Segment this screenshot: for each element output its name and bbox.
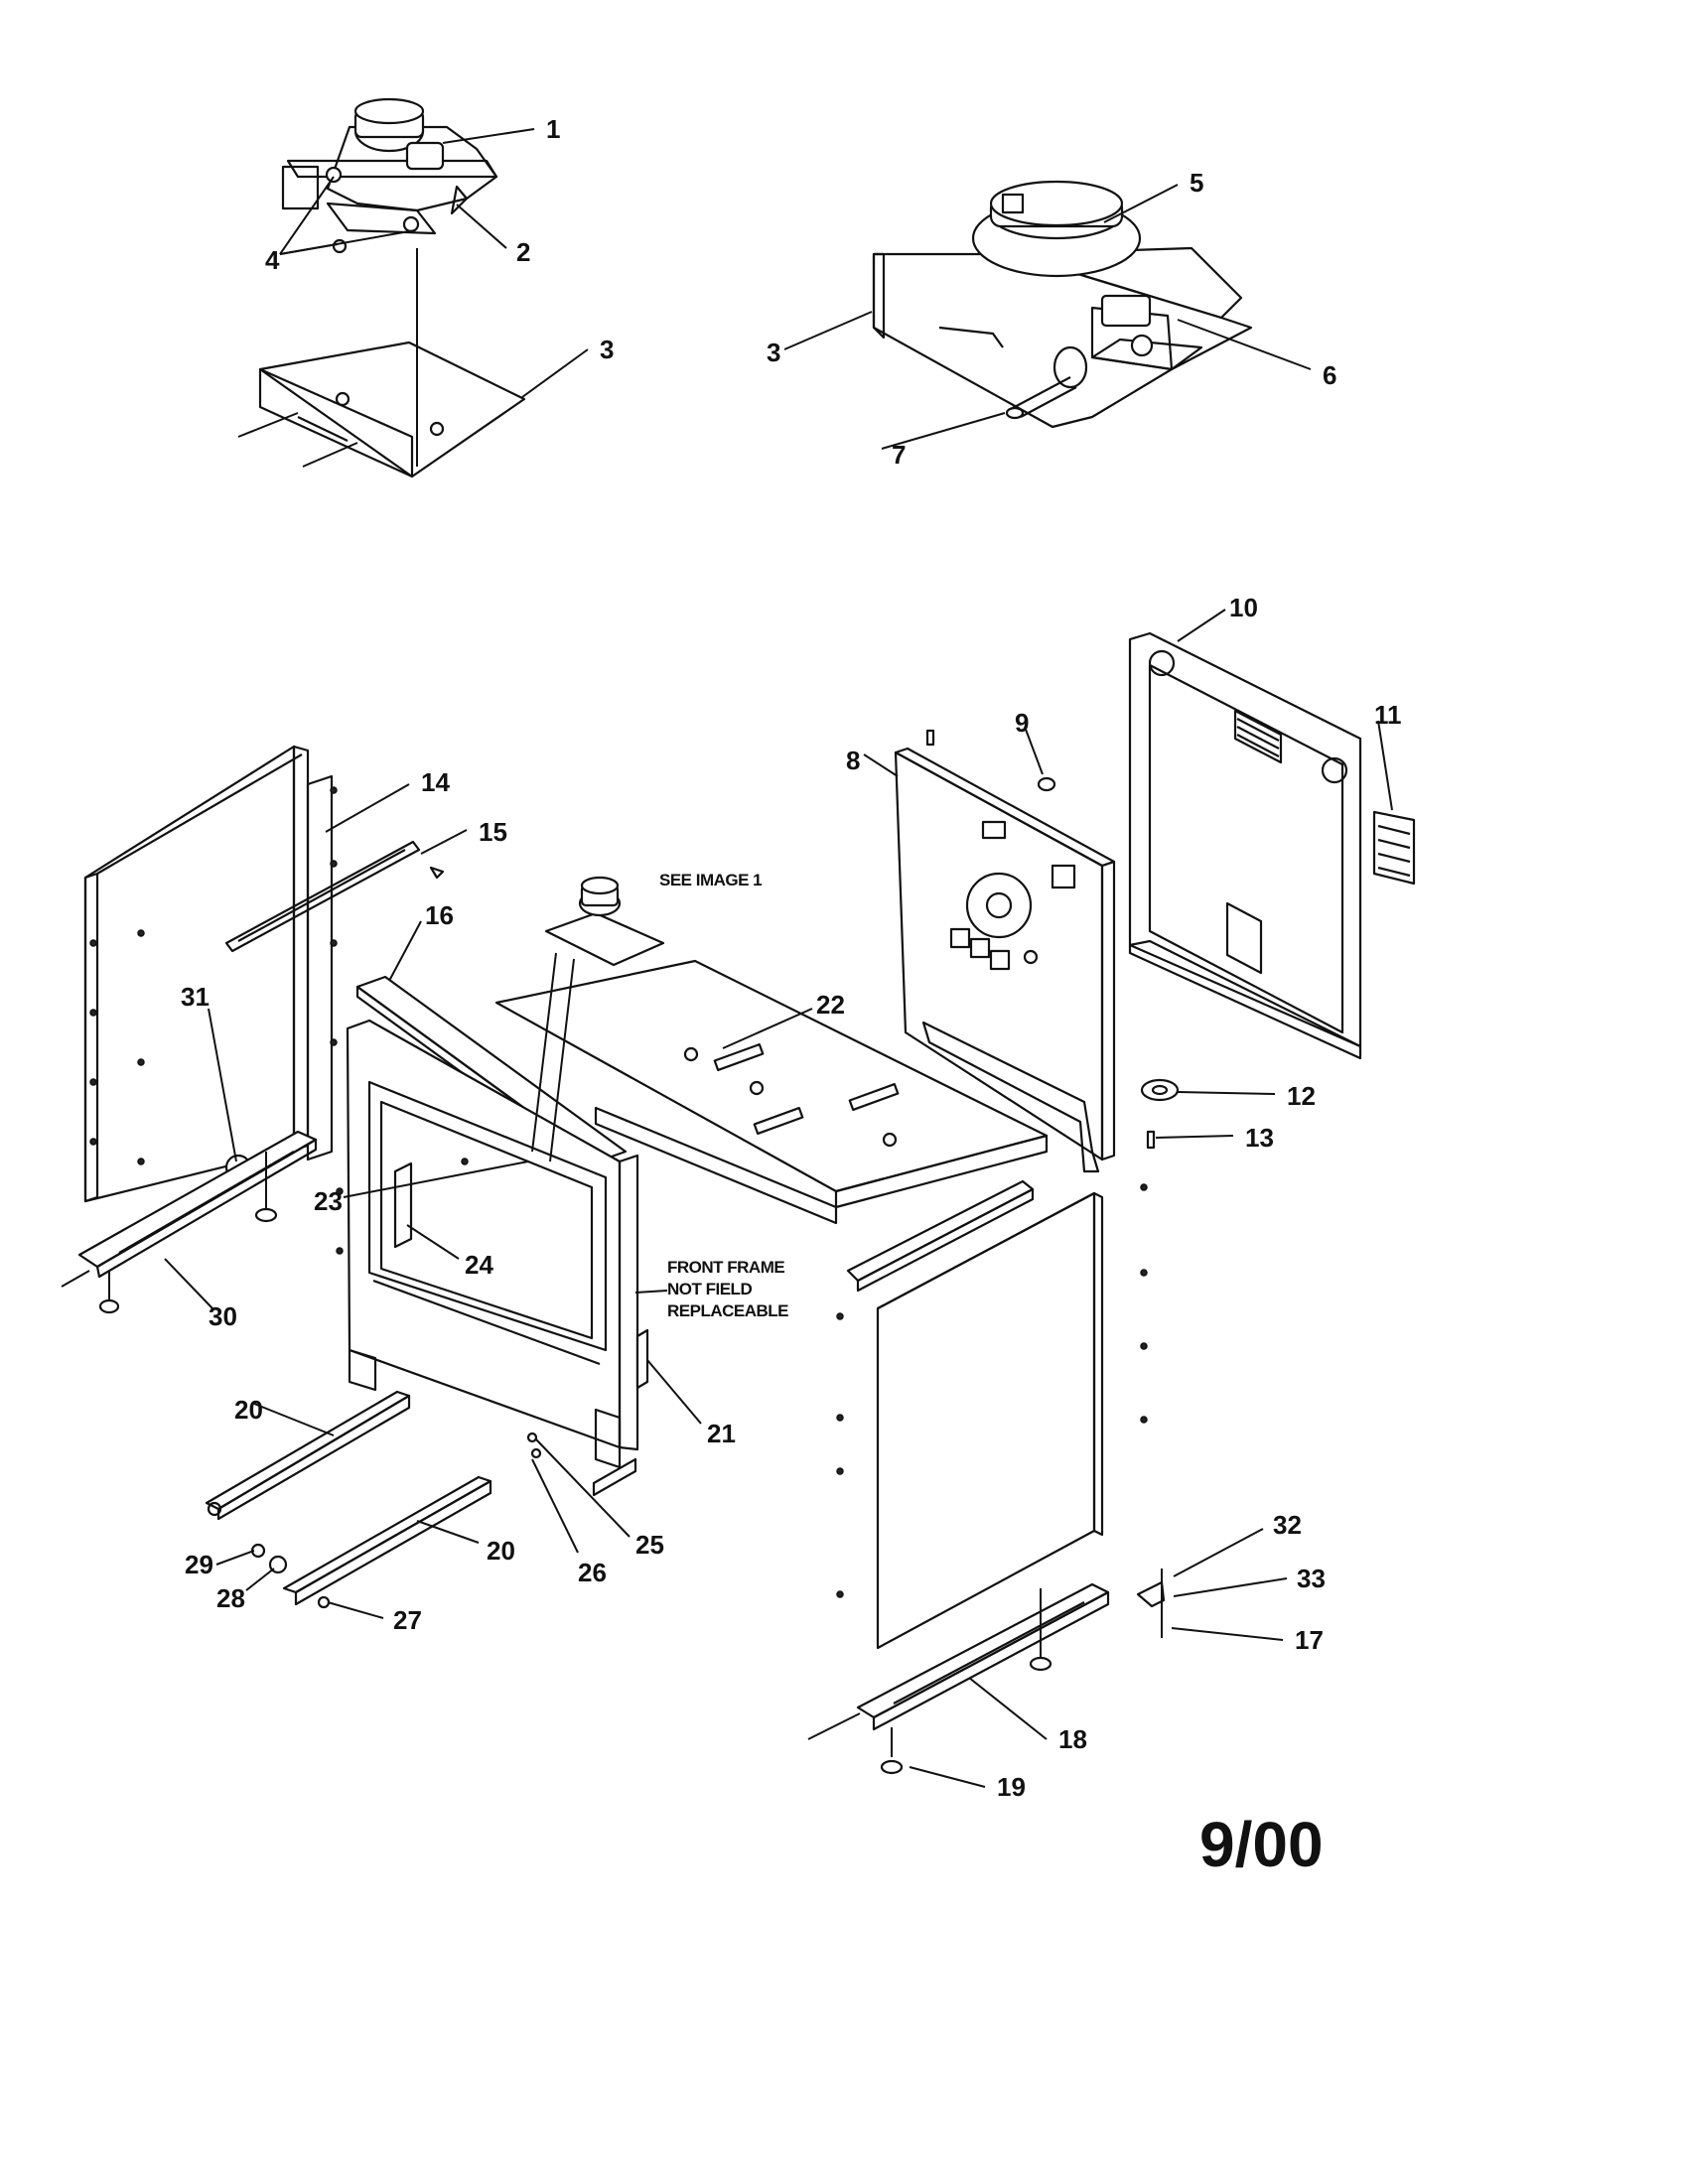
left-side-panel [83,745,310,1203]
callout-18: 18 [1058,1724,1087,1754]
callout-1: 1 [546,114,560,144]
callout-12: 12 [1287,1081,1316,1111]
callout-27: 27 [393,1605,422,1635]
front-frame-note-line2: NOT FIELD [667,1280,752,1298]
callout-22: 22 [816,990,845,1020]
callout-30: 30 [209,1301,237,1331]
right-side-panel [836,1179,1148,1650]
bracket-33 [1136,1569,1166,1638]
callout-4: 4 [265,245,280,275]
callout-11: 11 [1374,700,1402,730]
see-image-note: SEE IMAGE 1 [659,871,762,889]
callout-23: 23 [314,1186,343,1216]
callout-6: 6 [1323,360,1336,390]
rear-cover-10 [1128,631,1362,1060]
top-panel-22 [494,959,1049,1225]
callout-26: 26 [578,1558,607,1587]
callout-13: 13 [1245,1123,1274,1153]
vent-11 [1372,810,1416,886]
foot-19 [880,1759,904,1775]
callout-10: 10 [1229,593,1258,622]
rear-panel-8 [894,747,1116,1173]
callout-24: 24 [465,1250,493,1280]
callout-2: 2 [516,237,530,267]
callout-20: 20 [234,1395,263,1425]
front-frame-note-line1: FRONT FRAME [667,1258,784,1277]
motor-assembly [872,180,1253,429]
callout-33: 33 [1297,1564,1326,1593]
left-base-30 [61,1130,318,1314]
callout-15: 15 [479,817,507,847]
front-frame-note-line3: REPLACEABLE [667,1301,788,1320]
left-panel-rail-14 [306,774,338,1161]
leader-lines [164,128,1393,1788]
mounting-plate-small [237,341,526,478]
callout-19: 19 [997,1772,1026,1802]
rail-15 [224,840,445,953]
callout-3: 3 [600,335,614,364]
date-code: 9/00 [1199,1809,1324,1880]
valve-assembly-ref [531,876,665,1162]
callout-5: 5 [1190,168,1203,198]
callout-3: 3 [767,338,780,367]
callout-32: 32 [1273,1510,1302,1540]
part-12-13 [1140,1078,1180,1150]
callout-7: 7 [892,440,906,470]
callout-31: 31 [181,982,210,1012]
callout-9: 9 [1015,708,1029,738]
rail-20-lower [282,1475,492,1606]
timer-assembly-small [281,97,498,467]
right-base-18 [807,1582,1110,1757]
callout-14: 14 [421,767,450,797]
callout-8: 8 [846,746,860,775]
callout-16: 16 [425,900,454,930]
front-frame [336,1019,639,1469]
callout-20: 20 [487,1536,515,1566]
rail-20-upper [205,1390,411,1521]
callout-29: 29 [185,1550,213,1579]
callout-28: 28 [216,1583,245,1613]
callout-17: 17 [1295,1625,1324,1655]
callout-21: 21 [707,1419,736,1448]
callout-labels: 1243536710981114151622311213232430212020… [181,114,1402,1802]
callout-25: 25 [635,1530,664,1560]
screw-9 [925,729,1056,792]
side-brackets [526,1328,649,1497]
